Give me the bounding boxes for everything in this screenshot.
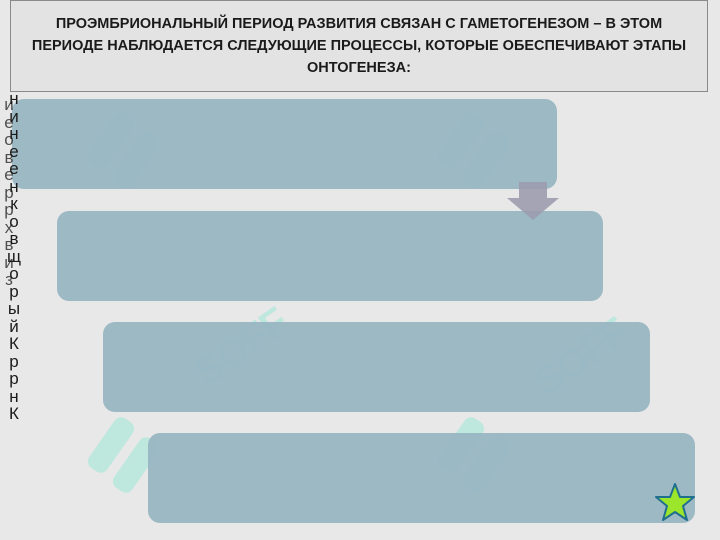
down-arrow-icon — [507, 182, 559, 220]
vertical-text-overlap: иеоверрхвиз — [4, 96, 14, 289]
slide-title: ПРОЭМБРИОНАЛЬНЫЙ ПЕРИОД РАЗВИТИЯ СВЯЗАН … — [31, 16, 687, 76]
process-step-2 — [57, 211, 603, 301]
process-step-4 — [148, 433, 695, 523]
watermark-logo — [87, 417, 160, 493]
process-step-3 — [103, 322, 650, 412]
vertical-text: нинеенков щорыйК ррн К — [7, 90, 21, 423]
title-box: ПРОЭМБРИОНАЛЬНЫЙ ПЕРИОД РАЗВИТИЯ СВЯЗАН … — [10, 0, 708, 92]
star-icon[interactable] — [655, 482, 695, 522]
process-step-1 — [12, 99, 557, 189]
